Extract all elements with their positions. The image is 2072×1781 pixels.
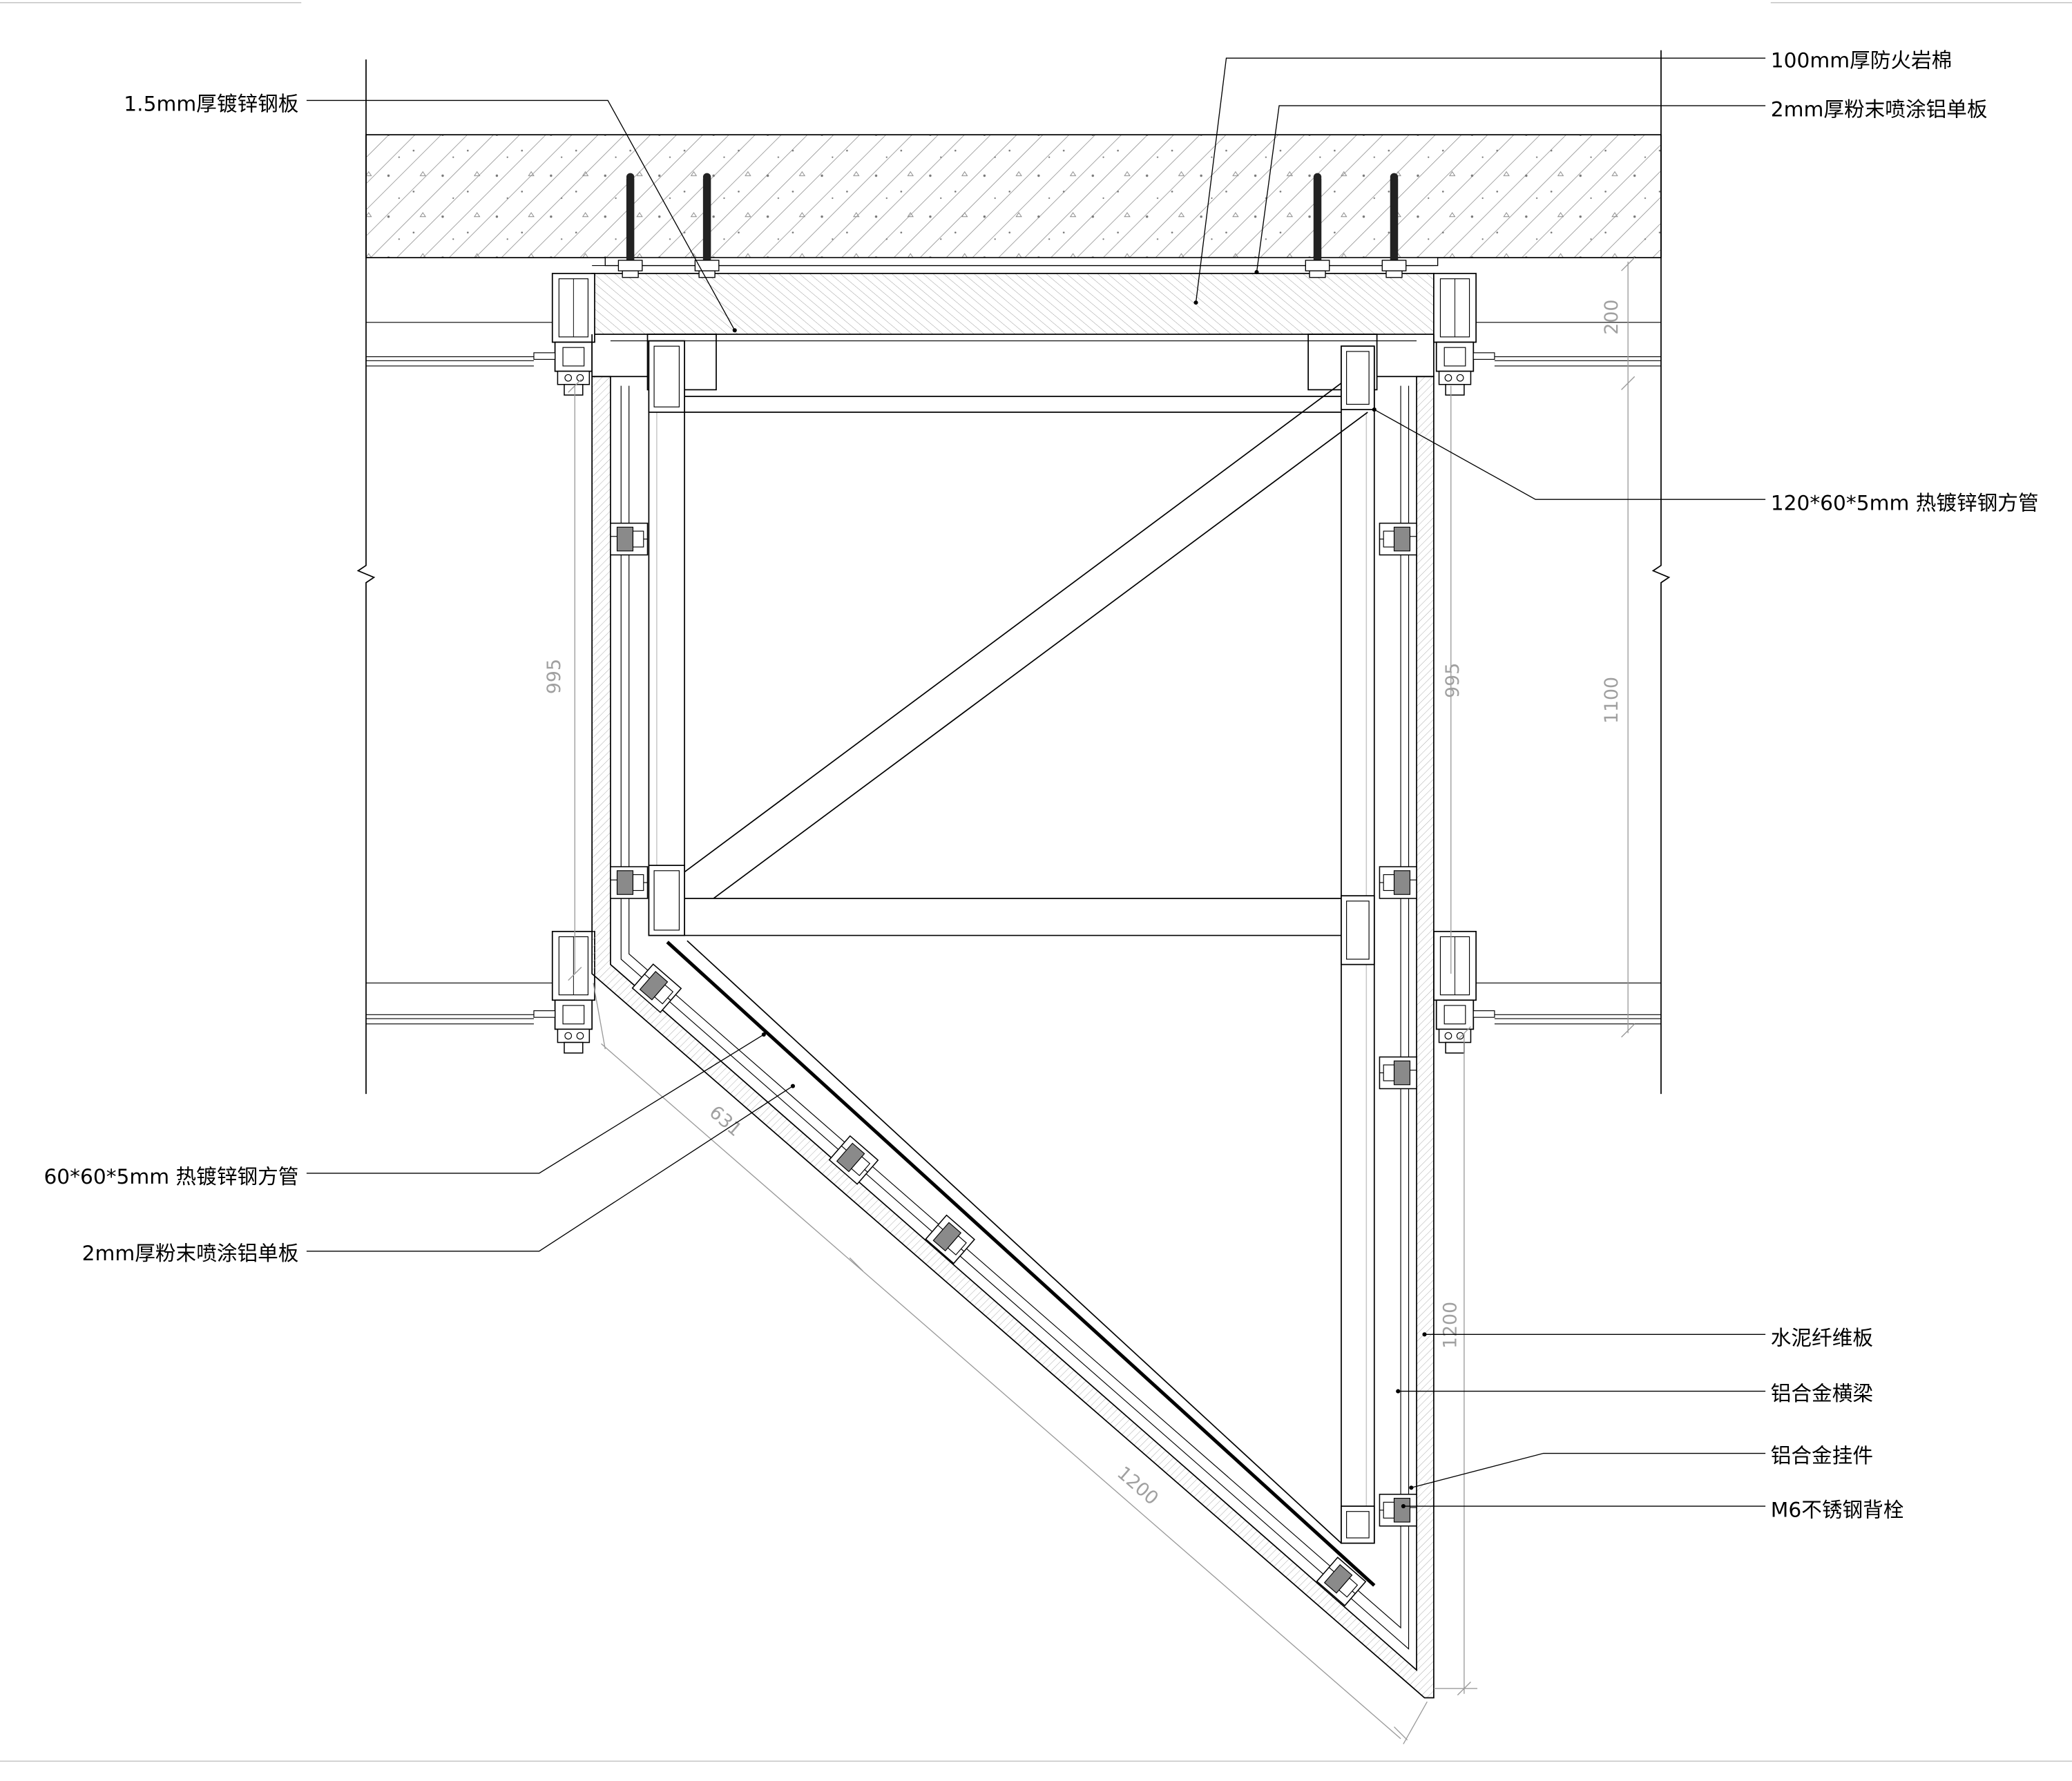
concrete-slab xyxy=(365,134,1662,258)
diagonal-brace xyxy=(684,383,1368,899)
label-aluminum-crossbeam: 铝合金横梁 xyxy=(1771,1381,1873,1405)
dim-diagonal-long: 1200 xyxy=(1113,1463,1162,1510)
mullion-bottom-left xyxy=(533,930,595,1054)
label-fireproof-rock-wool: 100mm厚防火岩棉 xyxy=(1771,48,1953,73)
tube-section-mid-left xyxy=(648,865,685,936)
label-galvanized-steel-plate: 1.5mm厚镀锌钢板 xyxy=(124,92,298,116)
dim-right-lower: 1200 xyxy=(1439,1302,1461,1349)
callout-labels: 1.5mm厚镀锌钢板 100mm厚防火岩棉 2mm厚粉末喷涂铝单板 120*60… xyxy=(44,48,2038,1522)
leader-lines xyxy=(306,57,1766,1509)
hanger-bracket xyxy=(1379,522,1417,556)
label-steel-tube-60: 60*60*5mm 热镀锌钢方管 xyxy=(44,1164,298,1188)
label-aluminum-panel-top: 2mm厚粉末喷涂铝单板 xyxy=(1771,97,1988,121)
dimension-labels: 200 995 995 1100 1200 631 1200 xyxy=(544,300,1622,1510)
dim-wall-height: 1100 xyxy=(1601,677,1622,724)
mullion-top-right xyxy=(1433,273,1495,396)
steel-frame xyxy=(610,334,1417,1587)
hanger-bracket xyxy=(610,522,649,556)
fireproof-rock-wool xyxy=(591,264,1435,335)
mullion-top-left xyxy=(533,273,595,396)
hanger-bracket xyxy=(1379,1056,1417,1090)
dim-right-height: 995 xyxy=(1442,663,1464,698)
aluminum-panel xyxy=(591,334,1435,1699)
label-steel-tube-120: 120*60*5mm 热镀锌钢方管 xyxy=(1771,490,2039,514)
steel-tube-left xyxy=(648,340,685,936)
left-wall-line xyxy=(356,59,376,1095)
dimension-lines xyxy=(568,257,1635,1744)
label-cement-fiber-board: 水泥纤维板 xyxy=(1771,1326,1873,1350)
tube-section-top-left xyxy=(648,340,685,413)
aluminum-hangers xyxy=(610,522,1417,1606)
dim-slab-gap: 200 xyxy=(1601,300,1622,335)
label-stainless-back-bolt: M6不锈钢背栓 xyxy=(1771,1497,1904,1521)
glazing-lines xyxy=(365,322,1661,1025)
hanger-bracket xyxy=(610,866,649,899)
hanger-bracket xyxy=(1379,866,1417,899)
dim-left-height: 995 xyxy=(544,659,565,694)
lower-diagonal xyxy=(666,940,1376,1587)
right-wall-line xyxy=(1651,50,1671,1095)
label-aluminum-hanger: 铝合金挂件 xyxy=(1771,1443,1873,1467)
aluminum-crossbeam-lines xyxy=(620,385,1410,1650)
hanger-bracket xyxy=(1379,1494,1417,1527)
label-aluminum-panel-bottom: 2mm厚粉末喷涂铝单板 xyxy=(82,1241,299,1265)
